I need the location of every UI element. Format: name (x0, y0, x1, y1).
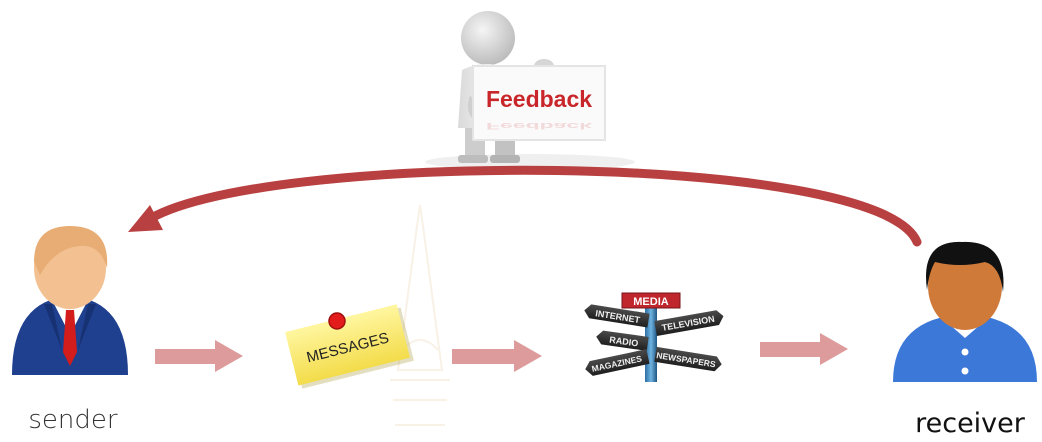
feedback-figure: Feedback Feedback (425, 11, 635, 170)
message-note: MESSAGES (285, 304, 414, 389)
sender-figure (12, 226, 128, 375)
flow-arrow-1 (155, 340, 243, 372)
feedback-arrow (128, 165, 922, 247)
flow-arrow-2 (452, 340, 542, 372)
receiver-figure (893, 241, 1037, 382)
sign-television: TELEVISION (654, 310, 724, 336)
feedback-sign-text: Feedback (486, 86, 592, 112)
sign-magazines: MAGAZINES (585, 349, 650, 376)
tie (63, 310, 77, 366)
svg-text:MEDIA: MEDIA (633, 296, 669, 308)
media-sign-top: MEDIA (621, 292, 681, 309)
pin-icon (328, 312, 346, 330)
media-signpost: MEDIA INTERNET TELEVISION RADIO MAGAZINE… (584, 292, 724, 382)
receiver-label: receiver (915, 408, 1025, 439)
sign-newspapers: NEWSPAPERS (654, 346, 722, 372)
feedback-sign-reflection: Feedback (486, 121, 592, 132)
flow-arrow-3 (760, 333, 848, 365)
feedback-sign: Feedback Feedback (472, 65, 606, 141)
svg-text:RADIO: RADIO (609, 335, 639, 349)
feedback-figure-head (461, 11, 515, 65)
sender-label: sender (28, 405, 118, 435)
sign-radio: RADIO (596, 330, 649, 351)
